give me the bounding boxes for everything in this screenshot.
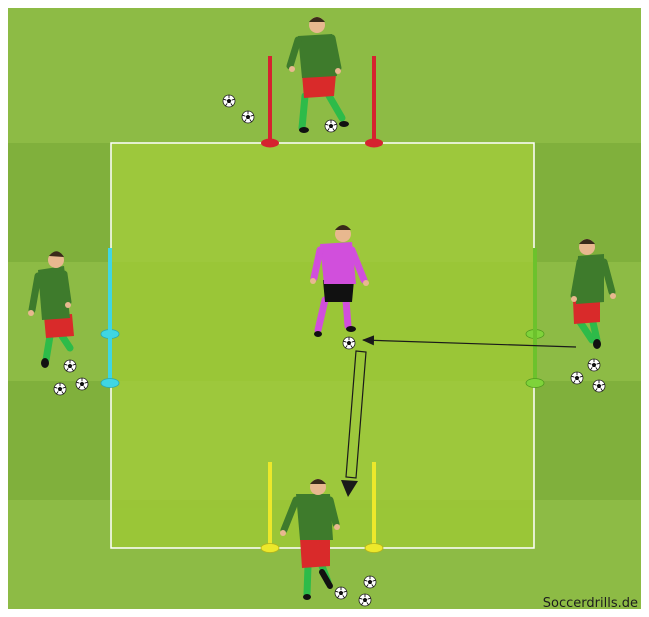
- credit-watermark: Soccerdrills.de: [543, 596, 638, 611]
